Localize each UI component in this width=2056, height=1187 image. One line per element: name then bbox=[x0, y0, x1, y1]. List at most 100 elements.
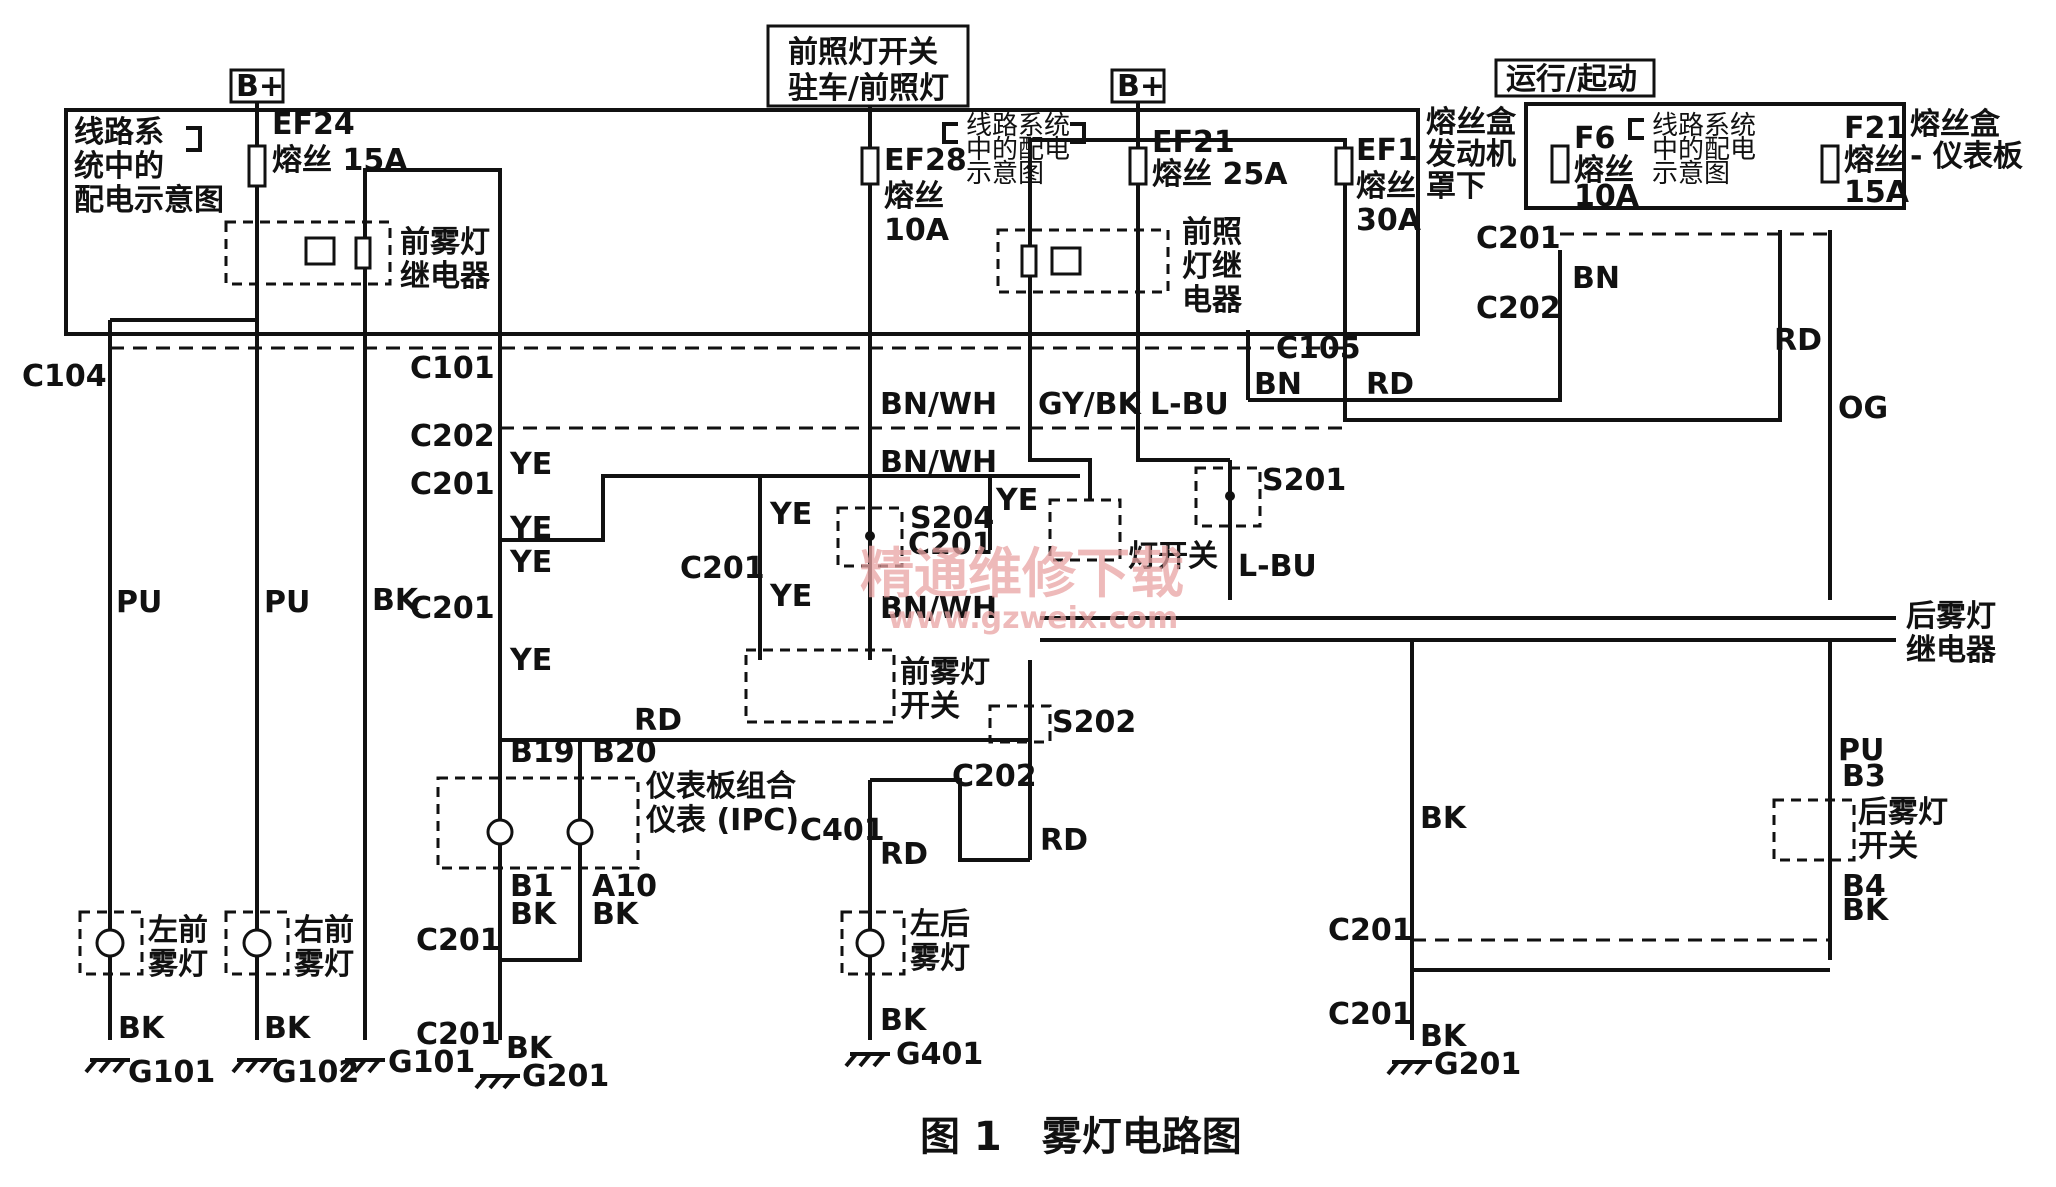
svg-text:前照: 前照 bbox=[1182, 215, 1242, 250]
svg-text:C201: C201 bbox=[410, 591, 495, 626]
svg-text:C201: C201 bbox=[416, 1017, 501, 1052]
svg-text:YE: YE bbox=[509, 447, 552, 482]
svg-text:BN/WH: BN/WH bbox=[880, 387, 997, 422]
s204-splice: S204 bbox=[836, 501, 994, 568]
svg-text:熔丝 25A: 熔丝 25A bbox=[1152, 157, 1288, 192]
svg-text:RD: RD bbox=[1040, 823, 1088, 858]
left-rear-fog-lamp: 左后 雾灯 bbox=[840, 907, 970, 976]
fuse-box-engine-label: 熔丝盒 发动机 罩下 bbox=[1425, 105, 1517, 204]
svg-text:L-BU: L-BU bbox=[1150, 387, 1229, 422]
svg-text:G201: G201 bbox=[1434, 1047, 1521, 1082]
ground-symbols: G101 G102 G101 G201 G401 G201 bbox=[84, 1037, 1521, 1094]
svg-text:B+: B+ bbox=[1117, 69, 1165, 104]
right-front-fog-lamp: 右前 雾灯 bbox=[224, 910, 354, 982]
svg-text:左后: 左后 bbox=[910, 907, 970, 942]
svg-text:L-BU: L-BU bbox=[1238, 549, 1317, 584]
svg-text:PU: PU bbox=[116, 585, 162, 620]
svg-text:C201: C201 bbox=[1476, 221, 1561, 256]
svg-text:EF28: EF28 bbox=[884, 143, 967, 178]
bplus-left-box: B+ bbox=[229, 68, 285, 104]
svg-text:YE: YE bbox=[509, 643, 552, 678]
figure-caption: 图 1 雾灯电路图 bbox=[920, 1114, 1242, 1160]
svg-text:BN/WH: BN/WH bbox=[880, 591, 997, 626]
svg-text:RD: RD bbox=[1774, 323, 1822, 358]
svg-text:BN: BN bbox=[1254, 367, 1302, 402]
svg-text:G101: G101 bbox=[128, 1055, 215, 1090]
s202-splice: S202 bbox=[988, 704, 1136, 744]
svg-text:继电器: 继电器 bbox=[1906, 633, 1997, 668]
fuse-f6: F6 熔丝 10A bbox=[1550, 121, 1640, 214]
svg-text:B1: B1 bbox=[510, 869, 554, 904]
svg-text:B20: B20 bbox=[592, 735, 657, 770]
svg-text:B3: B3 bbox=[1842, 759, 1886, 794]
svg-text:运行/起动: 运行/起动 bbox=[1506, 62, 1637, 97]
svg-text:发动机: 发动机 bbox=[1425, 137, 1516, 172]
svg-text:BK: BK bbox=[264, 1011, 312, 1046]
svg-text:S201: S201 bbox=[1262, 463, 1346, 498]
svg-text:雾灯: 雾灯 bbox=[910, 941, 970, 976]
wire-color-labels: PU PU BK YE YE YE YE YE YE YE BN/WH BN/W… bbox=[116, 261, 1890, 1066]
svg-text:示意图: 示意图 bbox=[1652, 159, 1730, 189]
svg-text:10A: 10A bbox=[884, 213, 950, 248]
svg-text:熔丝: 熔丝 bbox=[1574, 153, 1634, 188]
svg-text:C201: C201 bbox=[1328, 997, 1413, 1032]
svg-text:后雾灯: 后雾灯 bbox=[1906, 599, 1996, 634]
svg-text:罩下: 罩下 bbox=[1426, 169, 1486, 204]
svg-text:YE: YE bbox=[509, 545, 552, 580]
svg-text:统中的: 统中的 bbox=[74, 149, 164, 184]
svg-text:仪表板组合: 仪表板组合 bbox=[645, 769, 796, 804]
ip-fuse-box-outline bbox=[1524, 102, 1906, 210]
ipc-cluster: 仪表板组合 仪表 (IPC) bbox=[436, 769, 799, 870]
svg-text:G401: G401 bbox=[896, 1037, 983, 1072]
fuse-f21: F21 熔丝 15A bbox=[1820, 111, 1910, 210]
fuse-ef1: EF1 熔丝 30A bbox=[1334, 133, 1422, 238]
svg-text:继电器: 继电器 bbox=[400, 259, 491, 294]
svg-text:后雾灯: 后雾灯 bbox=[1858, 795, 1948, 830]
svg-text:BN: BN bbox=[1572, 261, 1620, 296]
fuse-ef21: EF21 熔丝 25A bbox=[1128, 125, 1288, 192]
svg-text:灯继: 灯继 bbox=[1182, 249, 1242, 284]
svg-text:前照灯开关: 前照灯开关 bbox=[788, 35, 938, 70]
svg-text:熔丝: 熔丝 bbox=[884, 179, 944, 214]
svg-text:YE: YE bbox=[995, 483, 1038, 518]
svg-text:F6: F6 bbox=[1574, 121, 1615, 156]
svg-text:EF21: EF21 bbox=[1152, 125, 1235, 160]
svg-text:S204: S204 bbox=[910, 501, 994, 536]
svg-text:YE: YE bbox=[509, 511, 552, 546]
rear-fog-relay: 后雾灯 继电器 bbox=[1906, 599, 1997, 668]
svg-text:C201: C201 bbox=[410, 467, 495, 502]
wiring bbox=[108, 102, 1896, 1040]
svg-text:驻车/前照灯: 驻车/前照灯 bbox=[788, 71, 949, 106]
light-switch: 灯开关 bbox=[1048, 498, 1218, 574]
svg-text:熔丝盒: 熔丝盒 bbox=[1426, 105, 1517, 140]
svg-text:前雾灯: 前雾灯 bbox=[900, 655, 990, 690]
svg-text:30A: 30A bbox=[1356, 203, 1422, 238]
svg-text:雾灯: 雾灯 bbox=[294, 947, 354, 982]
svg-text:熔丝盒: 熔丝盒 bbox=[1910, 107, 2001, 142]
svg-text:A10: A10 bbox=[592, 869, 657, 904]
svg-text:右前: 右前 bbox=[294, 913, 354, 948]
headlamp-switch-box: 前照灯开关 驻车/前照灯 bbox=[766, 24, 970, 108]
svg-text:开关: 开关 bbox=[900, 689, 960, 724]
svg-text:配电示意图: 配电示意图 bbox=[74, 183, 224, 218]
svg-text:C201: C201 bbox=[416, 923, 501, 958]
engine-fuse-box-outline bbox=[64, 108, 1420, 336]
rear-fog-switch: 后雾灯 开关 bbox=[1772, 795, 1948, 864]
svg-text:B4: B4 bbox=[1842, 869, 1886, 904]
svg-text:C101: C101 bbox=[410, 351, 495, 386]
svg-text:OG: OG bbox=[1838, 391, 1888, 426]
svg-text:BK: BK bbox=[1842, 893, 1890, 928]
svg-text:B+: B+ bbox=[236, 69, 284, 104]
run-start-box: 运行/起动 bbox=[1494, 58, 1656, 98]
svg-text:前雾灯: 前雾灯 bbox=[400, 225, 490, 260]
svg-text:C201: C201 bbox=[680, 551, 765, 586]
svg-text:RD: RD bbox=[880, 837, 928, 872]
svg-text:C202: C202 bbox=[952, 759, 1037, 794]
svg-text:BK: BK bbox=[1420, 801, 1468, 836]
svg-text:雾灯: 雾灯 bbox=[148, 947, 208, 982]
svg-text:EF24: EF24 bbox=[272, 107, 355, 142]
svg-text:BK: BK bbox=[880, 1003, 928, 1038]
svg-text:BK: BK bbox=[506, 1031, 554, 1066]
svg-text:G201: G201 bbox=[522, 1059, 609, 1094]
svg-text:www.gzweix.com: www.gzweix.com bbox=[888, 601, 1178, 636]
